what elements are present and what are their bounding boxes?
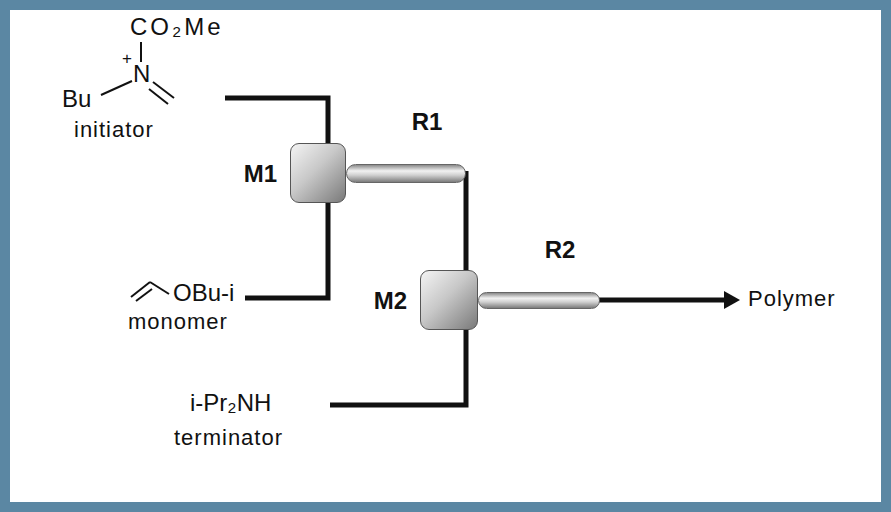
product-name: Polymer — [748, 287, 836, 311]
stream-name: initiator — [74, 118, 154, 142]
reactor-tube: R2 — [478, 292, 600, 309]
charge-sign: + — [122, 50, 132, 69]
unit-label: R1 — [412, 109, 443, 135]
feed-lines — [225, 98, 728, 405]
stream-name: monomer — [128, 310, 228, 334]
chemical-group: OBu-i — [173, 280, 234, 306]
frame — [5, 5, 886, 507]
chemical-formula: i-Pr₂NH — [190, 390, 271, 416]
outlet-arrowhead — [724, 291, 740, 309]
unit-label: R2 — [545, 237, 576, 263]
chemical-bonds — [101, 42, 174, 301]
unit-label: M1 — [244, 161, 277, 187]
chemical-group: Bu — [62, 86, 91, 112]
mixer-block: M1 — [290, 143, 346, 203]
mixer-block: M2 — [420, 270, 478, 330]
unit-label: M2 — [374, 288, 407, 314]
stream-name: terminator — [174, 426, 283, 450]
atom-symbol: N — [133, 61, 150, 87]
reactor-tube: R1 — [346, 164, 466, 183]
chemical-group: CO₂Me — [130, 14, 224, 40]
transfer-line — [464, 174, 466, 273]
